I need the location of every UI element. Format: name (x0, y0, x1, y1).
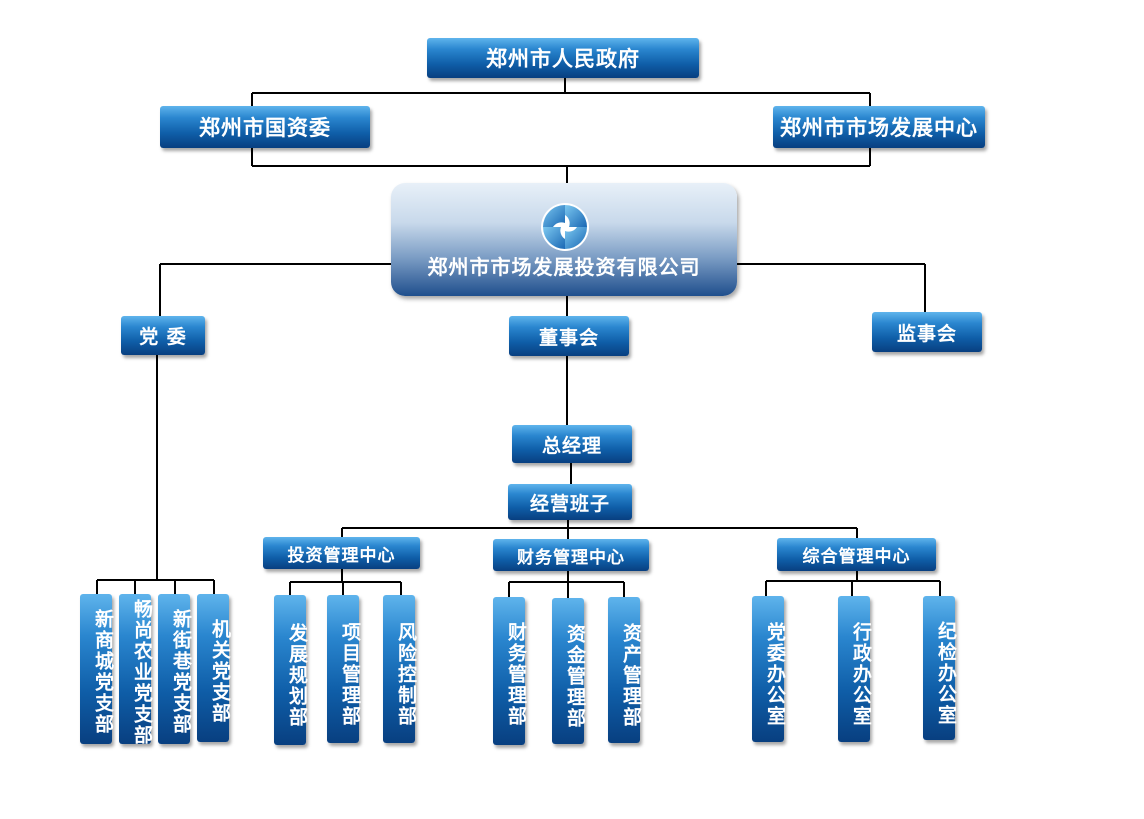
node-general-dept: 党委办公室 (752, 596, 786, 742)
node-party-branch: 新商城党支部 (80, 594, 114, 744)
node-sasac: 郑州市国资委 (160, 106, 370, 148)
node-finance-dept: 资金管理部 (552, 598, 586, 744)
node-party-branch: 新街巷党支部 (158, 594, 192, 744)
node-finance-dept: 财务管理部 (493, 597, 527, 745)
node-company: 郑州市市场发展投资有限公司 (391, 183, 737, 296)
node-gm: 总经理 (512, 425, 632, 463)
node-supervisors: 监事会 (872, 312, 982, 352)
node-finance-dept: 资产管理部 (608, 597, 642, 743)
node-gov: 郑州市人民政府 (427, 38, 699, 78)
company-name: 郑州市市场发展投资有限公司 (427, 255, 701, 279)
node-party-committee: 党 委 (121, 316, 205, 355)
node-investment-dept: 项目管理部 (327, 595, 361, 743)
node-party-branch: 畅尚农业党支部 (119, 594, 153, 746)
node-investment-center: 投资管理中心 (263, 537, 420, 569)
node-management-team: 经营班子 (508, 484, 632, 520)
company-logo-icon (541, 203, 589, 251)
node-market-center: 郑州市市场发展中心 (773, 106, 985, 148)
node-general-dept: 行政办公室 (838, 596, 872, 742)
node-general-center: 综合管理中心 (777, 538, 936, 571)
node-board: 董事会 (509, 316, 629, 356)
node-investment-dept: 发展规划部 (274, 595, 308, 745)
node-party-branch: 机关党支部 (197, 594, 231, 742)
node-investment-dept: 风险控制部 (383, 595, 417, 743)
node-finance-center: 财务管理中心 (493, 539, 649, 571)
node-general-dept: 纪检办公室 (923, 596, 957, 740)
